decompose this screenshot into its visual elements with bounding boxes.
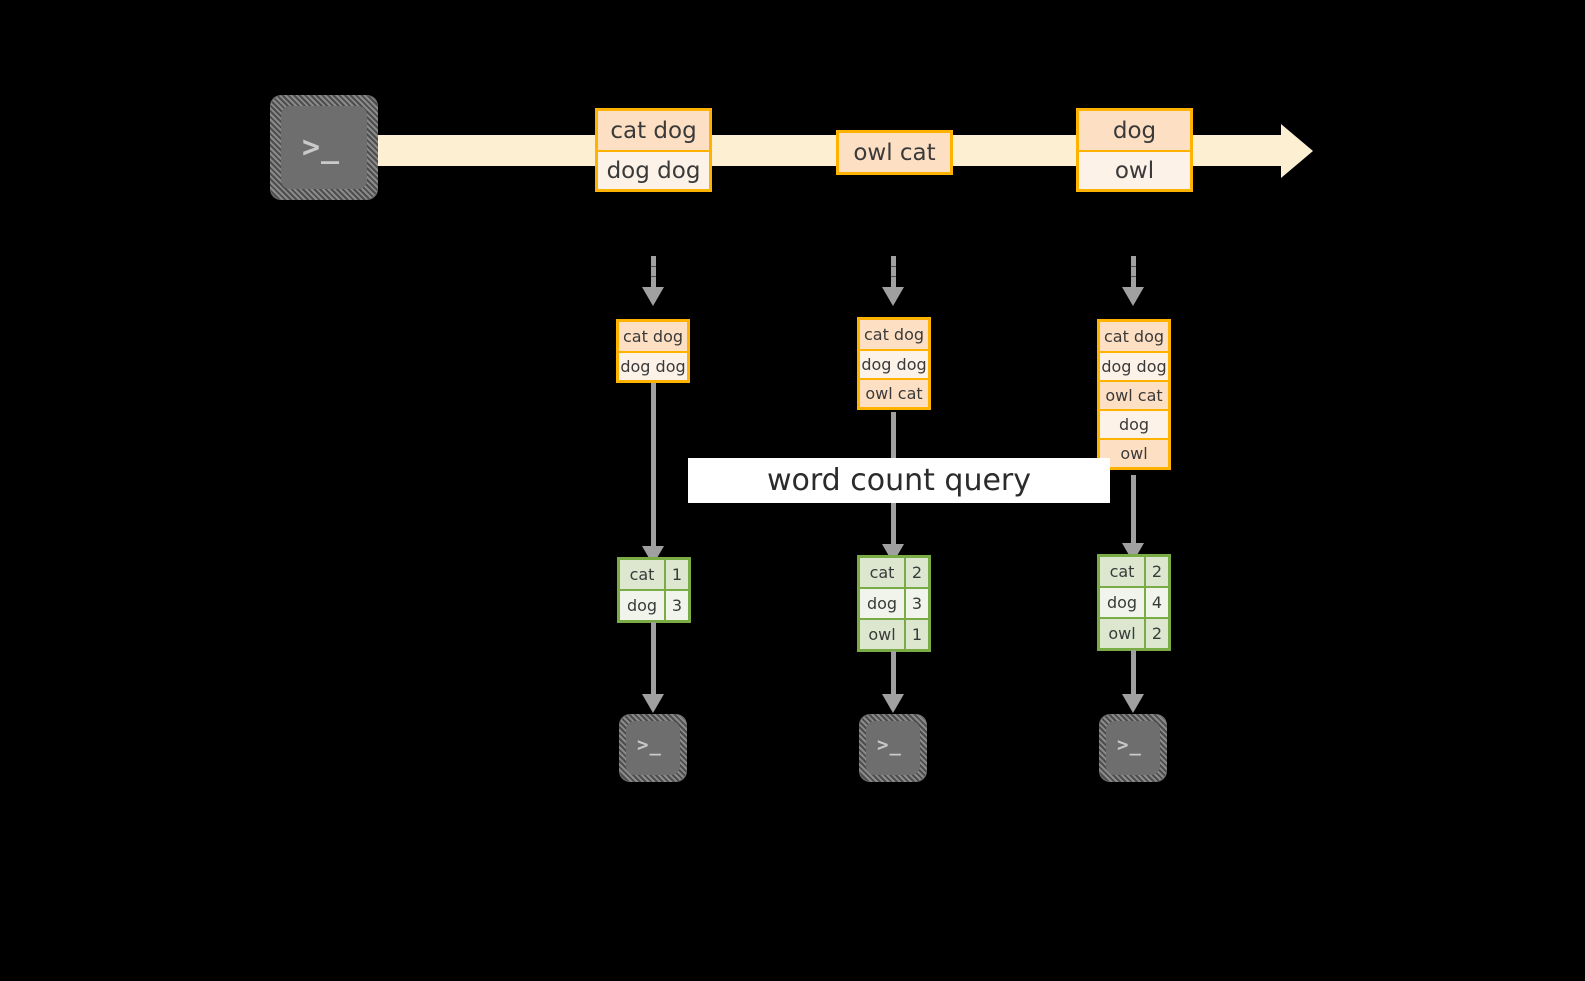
- sink-terminal-icon[interactable]: >_: [859, 714, 927, 782]
- state-line: dog: [1100, 409, 1168, 438]
- state-feed-line: [651, 256, 656, 287]
- result-count: 2: [1144, 619, 1168, 648]
- result-count: 1: [904, 620, 928, 649]
- terminal-face: [866, 721, 920, 775]
- result-table[interactable]: cat 1 dog 3: [617, 557, 691, 623]
- result-word: cat: [1100, 557, 1144, 586]
- terminal-face: [281, 106, 367, 189]
- stream-record-line: dog: [1079, 111, 1190, 150]
- result-count: 1: [664, 560, 688, 589]
- sink-connector-line: [891, 651, 896, 694]
- stream-record-line: cat dog: [598, 111, 709, 150]
- state-line: cat dog: [619, 322, 687, 351]
- sink-connector-arrowhead: [642, 694, 664, 713]
- result-word: owl: [860, 620, 904, 649]
- sink-terminal-icon[interactable]: >_: [1099, 714, 1167, 782]
- result-table[interactable]: cat 2 dog 4 owl 2: [1097, 554, 1171, 651]
- result-table[interactable]: cat 2 dog 3 owl 1: [857, 555, 931, 652]
- sink-connector-arrowhead: [882, 694, 904, 713]
- source-terminal-icon[interactable]: >_: [270, 95, 378, 200]
- sink-connector-line: [651, 622, 656, 694]
- state-feed-line: [891, 256, 896, 287]
- state-line: cat dog: [1100, 322, 1168, 351]
- stream-record-line: owl: [1079, 150, 1190, 189]
- stream-record[interactable]: dog owl: [1076, 108, 1193, 192]
- table-row: cat 2: [1100, 557, 1168, 586]
- query-connector-line: [1131, 475, 1136, 562]
- terminal-prompt-glyph: >_: [637, 734, 662, 756]
- terminal-prompt-glyph: >_: [302, 130, 341, 165]
- query-label-text: word count query: [766, 463, 1032, 498]
- result-word: dog: [1100, 588, 1144, 617]
- result-word: dog: [860, 589, 904, 618]
- sink-connector-arrowhead: [1122, 694, 1144, 713]
- result-count: 3: [904, 589, 928, 618]
- table-row: dog 3: [860, 587, 928, 618]
- stream-arrow-head: [1281, 124, 1313, 178]
- sink-terminal-icon[interactable]: >_: [619, 714, 687, 782]
- state-feed-arrowhead: [642, 287, 664, 306]
- state-line: owl: [1100, 438, 1168, 467]
- terminal-face: [1106, 721, 1160, 775]
- state-line: cat dog: [860, 320, 928, 349]
- state-line: owl cat: [860, 378, 928, 407]
- state-line: owl cat: [1100, 380, 1168, 409]
- result-count: 2: [904, 558, 928, 587]
- table-row: owl 2: [1100, 617, 1168, 648]
- result-word: cat: [860, 558, 904, 587]
- query-connector-line: [651, 383, 656, 565]
- table-row: dog 3: [620, 589, 688, 620]
- terminal-prompt-glyph: >_: [1117, 734, 1142, 756]
- accumulated-state-box[interactable]: cat dog dog dog owl cat dog owl: [1097, 319, 1171, 470]
- result-count: 3: [664, 591, 688, 620]
- terminal-prompt-glyph: >_: [877, 734, 902, 756]
- result-word: owl: [1100, 619, 1144, 648]
- table-row: cat 1: [620, 560, 688, 589]
- state-line: dog dog: [619, 351, 687, 380]
- result-count: 4: [1144, 588, 1168, 617]
- table-row: dog 4: [1100, 586, 1168, 617]
- result-word: dog: [620, 591, 664, 620]
- result-word: cat: [620, 560, 664, 589]
- stream-record-line: owl cat: [839, 133, 950, 172]
- stream-record-line: dog dog: [598, 150, 709, 189]
- table-row: cat 2: [860, 558, 928, 587]
- accumulated-state-box[interactable]: cat dog dog dog owl cat: [857, 317, 931, 410]
- state-line: dog dog: [860, 349, 928, 378]
- terminal-face: [626, 721, 680, 775]
- state-feed-arrowhead: [882, 287, 904, 306]
- result-count: 2: [1144, 557, 1168, 586]
- stream-record[interactable]: cat dog dog dog: [595, 108, 712, 192]
- table-row: owl 1: [860, 618, 928, 649]
- stream-record[interactable]: owl cat: [836, 130, 953, 175]
- state-feed-arrowhead: [1122, 287, 1144, 306]
- sink-connector-line: [1131, 650, 1136, 694]
- accumulated-state-box[interactable]: cat dog dog dog: [616, 319, 690, 383]
- state-feed-line: [1131, 256, 1136, 287]
- state-line: dog dog: [1100, 351, 1168, 380]
- query-label-strip: word count query: [688, 458, 1110, 503]
